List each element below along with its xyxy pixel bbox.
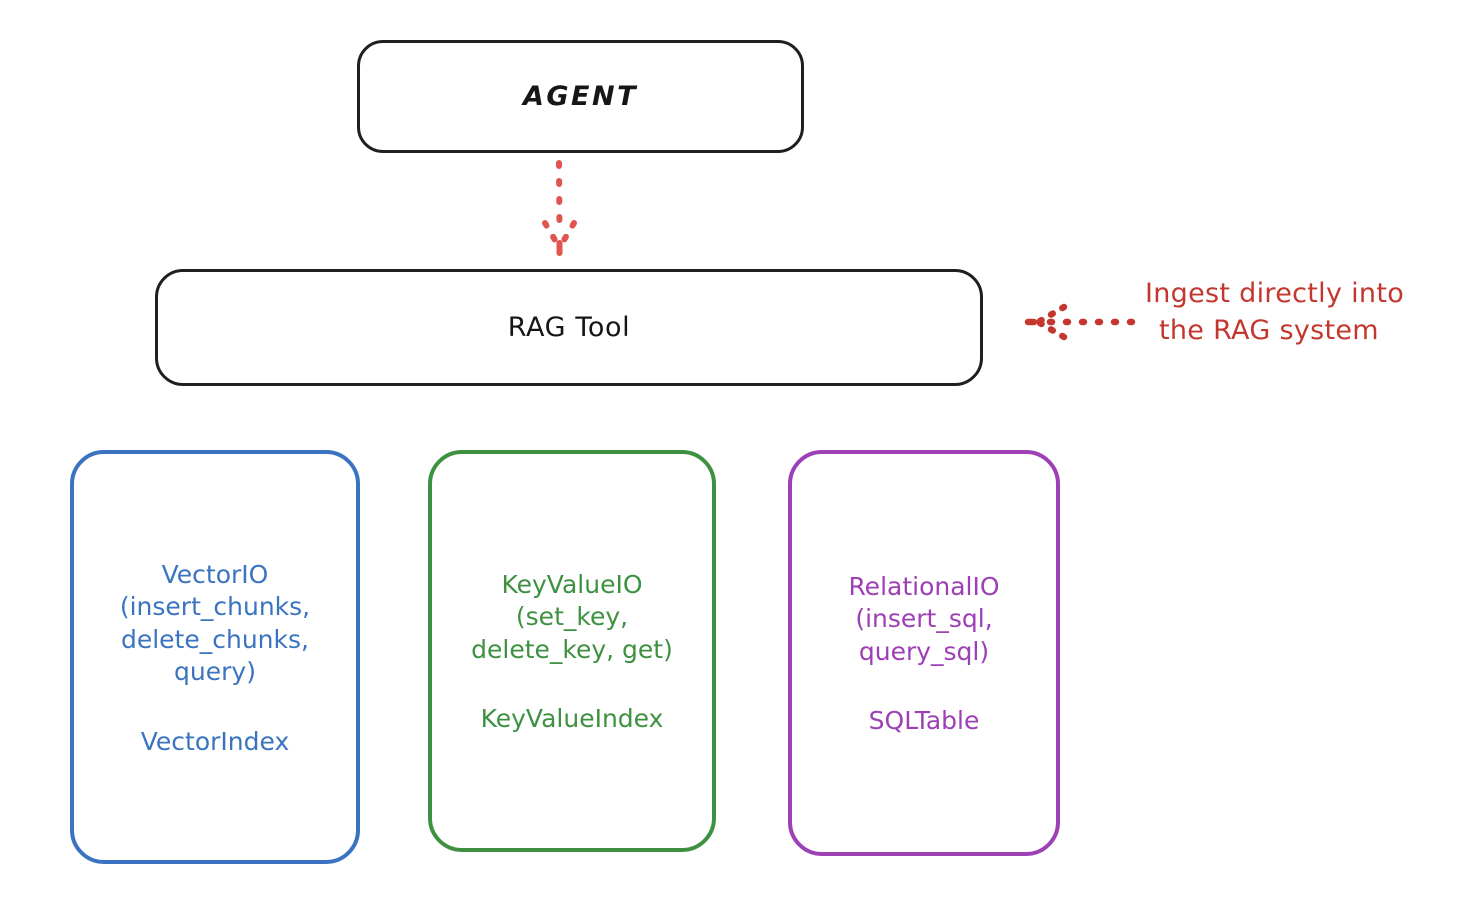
ingest-annotation: Ingest directly into the RAG system xyxy=(1145,275,1475,350)
ingest-annotation-line2: the RAG system xyxy=(1159,315,1379,347)
vectorio-node[interactable]: VectorIO (insert_chunks, delete_chunks, … xyxy=(70,450,360,864)
ingest-annotation-line1: Ingest directly into xyxy=(1145,278,1405,309)
rag-tool-node-label: RAG Tool xyxy=(507,312,631,343)
relationalio-index-name: SQLTable xyxy=(868,706,980,736)
vectorio-interface-name: VectorIO xyxy=(161,559,269,589)
keyvalueio-interface-name: KeyValueIO xyxy=(501,569,643,599)
agent-node[interactable]: AGENT xyxy=(357,40,804,153)
agent-to-rag-connector xyxy=(515,155,605,275)
vectorio-interface-block: VectorIO (insert_chunks, delete_chunks, … xyxy=(120,559,310,689)
relationalio-interface-block: RelationalIO (insert_sql, query_sql) xyxy=(848,571,999,669)
relationalio-method-line-2: query_sql) xyxy=(858,636,990,666)
keyvalueio-interface-block: KeyValueIO (set_key, delete_key, get) xyxy=(471,569,673,667)
relationalio-node[interactable]: RelationalIO (insert_sql, query_sql) SQL… xyxy=(788,450,1060,856)
keyvalueio-method-line-1: (set_key, xyxy=(515,602,629,632)
agent-node-label: AGENT xyxy=(522,81,638,112)
vectorio-method-line-3: query) xyxy=(174,657,256,686)
keyvalueio-index-name: KeyValueIndex xyxy=(480,704,664,734)
relationalio-method-line-1: (insert_sql, xyxy=(855,604,993,634)
relationalio-interface-name: RelationalIO xyxy=(848,571,1000,601)
dotted-left-arrow-icon xyxy=(1024,303,1136,341)
vectorio-method-line-1: (insert_chunks, xyxy=(119,592,311,621)
keyvalueio-method-line-2: delete_key, get) xyxy=(471,634,673,664)
keyvalueio-node[interactable]: KeyValueIO (set_key, delete_key, get) Ke… xyxy=(428,450,716,852)
dashed-down-arrow-icon xyxy=(542,160,577,256)
ingest-connector xyxy=(1022,300,1137,345)
rag-tool-node[interactable]: RAG Tool xyxy=(155,269,983,386)
vectorio-index-name: VectorIndex xyxy=(140,726,290,756)
vectorio-method-line-2: delete_chunks, xyxy=(120,624,309,654)
